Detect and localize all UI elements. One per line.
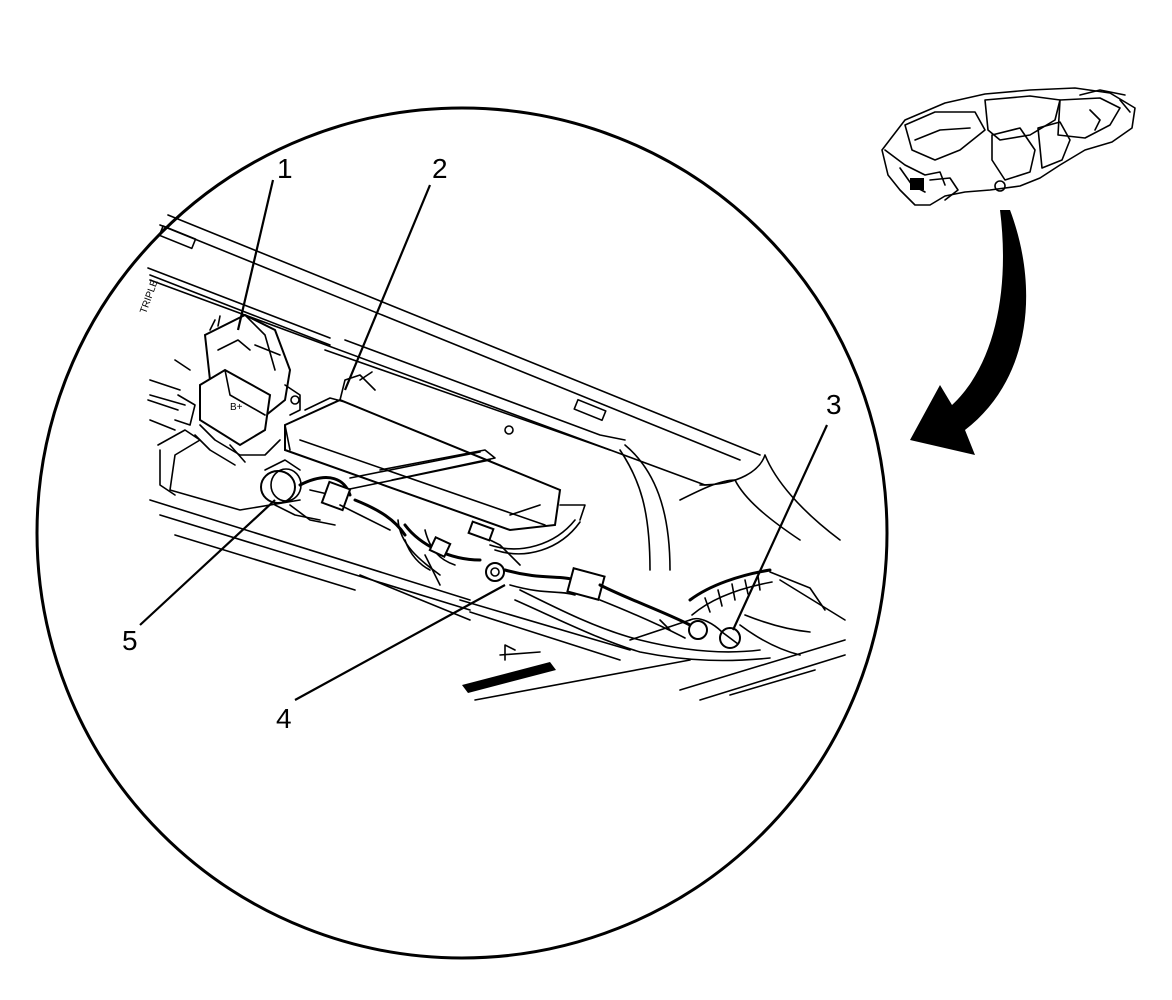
module-1: B+ — [149, 313, 301, 466]
callout-2: 2 — [432, 153, 448, 184]
leader-1 — [236, 179, 275, 331]
detail-circle — [35, 106, 889, 960]
side-wall-label: TRIPLE — [138, 278, 160, 315]
connector-5 — [260, 459, 321, 521]
callout-4: 4 — [276, 703, 292, 734]
rocker-panel-assembly: TRIPLE B+ — [138, 214, 846, 701]
module-2 — [284, 371, 562, 532]
vehicle-thumbnail — [881, 87, 1136, 206]
callout-1: 1 — [277, 153, 293, 184]
zoom-arrow — [910, 210, 1027, 455]
leader-5 — [139, 499, 276, 626]
callout-3: 3 — [826, 389, 842, 420]
leader-2 — [343, 184, 432, 391]
leader-3 — [732, 424, 828, 631]
floor-step-pad — [462, 644, 556, 693]
module-part-label: B+ — [230, 402, 243, 413]
callout-5: 5 — [122, 625, 138, 656]
ground-bolt-3 — [688, 617, 741, 649]
harness-main — [289, 476, 811, 662]
leader-4 — [294, 584, 506, 701]
